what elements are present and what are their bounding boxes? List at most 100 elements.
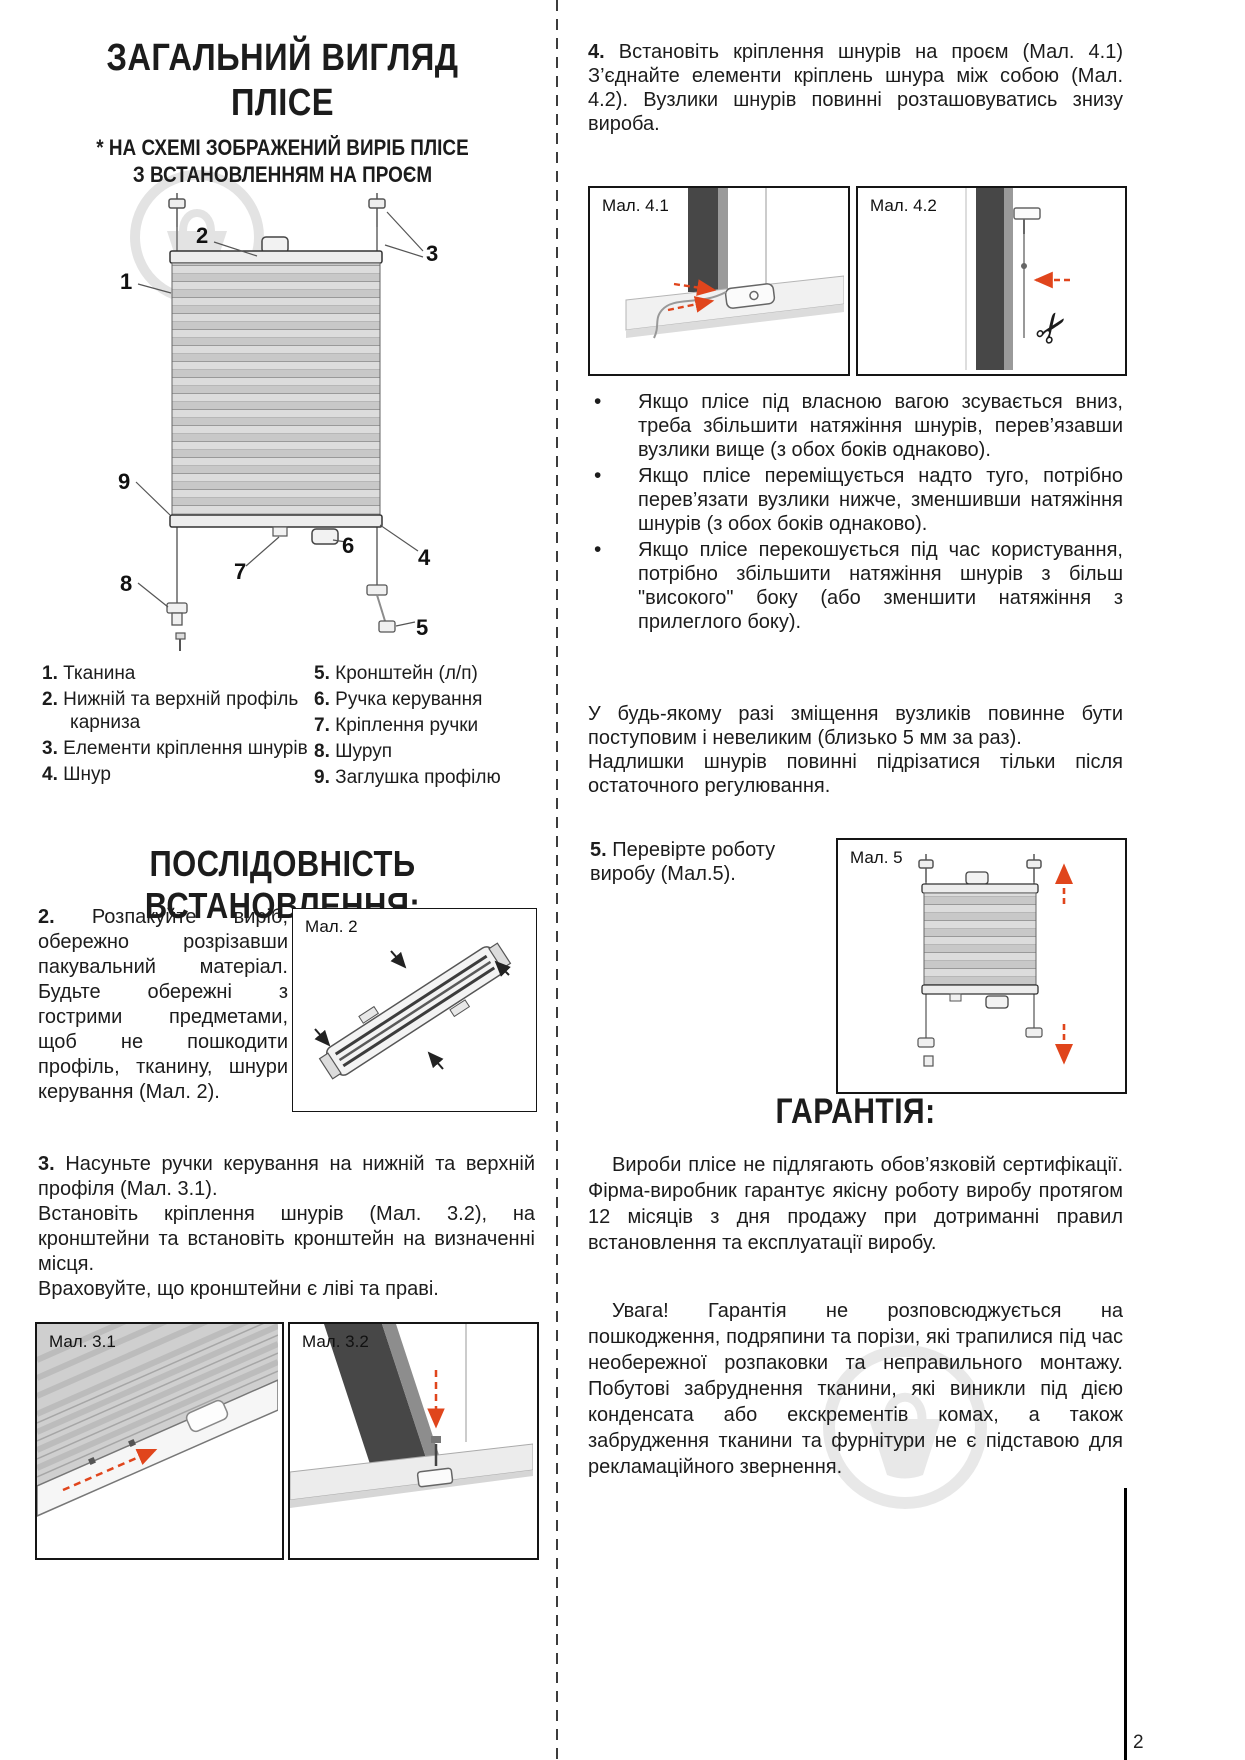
legend-item-number: 7. xyxy=(314,715,330,736)
figure-2-caption: Мал. 2 xyxy=(305,917,358,936)
note-text1: У будь-якому разі зміщення вузликів пови… xyxy=(588,703,1123,749)
figure-4-1: Мал. 4.1 xyxy=(588,186,850,376)
pleated-fabric xyxy=(923,892,1037,986)
page-number: 2 xyxy=(1133,1732,1144,1753)
figure-4-2: Мал. 4.2 ✂ xyxy=(856,186,1127,376)
callout-2: 2 xyxy=(196,223,208,248)
note-text2: Надлишки шнурів повинні підрізатися тіль… xyxy=(588,751,1123,797)
bullet-marker: • xyxy=(594,390,602,413)
figure-4-1-drawing xyxy=(625,188,845,339)
handle-clip xyxy=(272,526,288,537)
top-brackets xyxy=(168,193,386,227)
column-divider xyxy=(556,0,558,1760)
window-edge xyxy=(688,188,718,292)
figure-4-2-drawing: ✂ xyxy=(965,188,1080,370)
step-3-text2: Встановіть кріплення шнурів (Мал. 3.2), … xyxy=(38,1203,535,1275)
callout-7: 7 xyxy=(234,559,246,584)
packed-blind-bundle xyxy=(318,942,512,1080)
sill-edge xyxy=(626,304,844,338)
figure-2: Мал. 2 xyxy=(292,908,537,1112)
step-3-text1: Насуньте ручки керування на нижній та ве… xyxy=(38,1153,535,1200)
figure-4-1-caption: Мал. 4.1 xyxy=(602,196,669,215)
bottom-handle xyxy=(311,528,339,545)
step-4-text: Встановіть кріплення шнурів на проєм (Ма… xyxy=(588,41,1123,135)
top-handle xyxy=(965,871,989,885)
figure-2-drawing xyxy=(314,942,512,1080)
figure-5-caption: Мал. 5 xyxy=(850,848,903,867)
legend-item: 9. Заглушка профілю xyxy=(314,766,535,789)
legend-item-number: 8. xyxy=(314,741,330,762)
step-5-number: 5. xyxy=(590,839,607,861)
unpack-arrows xyxy=(314,950,511,1070)
page-title: ЗАГАЛЬНИЙ ВИГЛЯД ПЛІСЕ xyxy=(30,36,535,126)
window-edge xyxy=(976,188,1004,370)
step-3-text3: Враховуйте, що кронштейни є ліві та прав… xyxy=(38,1278,439,1300)
legend-item-number: 3. xyxy=(42,738,58,759)
legend-item: 4. Шнур xyxy=(42,763,314,786)
legend-item: 7. Кріплення ручки xyxy=(314,714,535,737)
bullet-text: Якщо плісе перекошується під час користу… xyxy=(638,539,1123,633)
callout-8: 8 xyxy=(120,571,132,596)
callout-3: 3 xyxy=(426,241,438,266)
figure-3-1-drawing xyxy=(37,1324,280,1517)
step-2-number: 2. xyxy=(38,906,55,928)
legend-item: 6. Ручка керування xyxy=(314,688,535,711)
step-4-paragraph: 4. Встановіть кріплення шнурів на проєм … xyxy=(588,40,1123,136)
bullet-item: • Якщо плісе переміщується надто туго, п… xyxy=(588,464,1123,536)
bullet-marker: • xyxy=(594,464,602,487)
callout-1: 1 xyxy=(120,269,132,294)
window-edge xyxy=(324,1324,428,1464)
legend-item: 1. Тканина xyxy=(42,662,314,685)
top-brackets xyxy=(918,854,1042,882)
sill-edge xyxy=(290,1470,533,1508)
window-edge-highlight xyxy=(1004,188,1013,370)
legend-item-number: 4. xyxy=(42,764,58,785)
legend-item-number: 5. xyxy=(314,663,330,684)
warranty-section-title: ГАРАНТІЯ: xyxy=(588,1092,1123,1132)
cord-bracket xyxy=(1013,207,1041,220)
warranty-paragraph-1: Вироби плісе не підлягають обов’язковій … xyxy=(588,1154,1123,1254)
cord-anchor xyxy=(724,283,776,309)
pleat-stripes xyxy=(37,1324,280,1471)
scissors-icon: ✂ xyxy=(1025,302,1080,355)
bracket-foot xyxy=(923,1055,934,1067)
diagram-legend: 1. Тканина 2. Нижній та верхній профіль … xyxy=(42,662,535,792)
bottom-handle xyxy=(985,995,1009,1009)
bullet-text: Якщо плісе під власною вагою зсувається … xyxy=(638,391,1123,461)
page-subtitle-line1: * НА СХЕМІ ЗОБРАЖЕНИЙ ВИРІБ ПЛІСЕ xyxy=(96,135,469,160)
top-rail xyxy=(169,250,383,264)
figure-3-1-caption: Мал. 3.1 xyxy=(49,1332,116,1351)
callout-4: 4 xyxy=(418,545,431,570)
top-rail xyxy=(921,883,1039,894)
legend-item: 5. Кронштейн (л/п) xyxy=(314,662,535,685)
callout-9: 9 xyxy=(118,469,130,494)
legend-item-text: Тканина xyxy=(63,663,136,684)
step-5-text: Перевірте роботу виробу (Мал.5). xyxy=(590,839,776,885)
figure-4-2-caption: Мал. 4.2 xyxy=(870,196,937,215)
fabric-closeup xyxy=(37,1324,278,1486)
bottom-left-bracket xyxy=(166,602,188,651)
cord-bracket xyxy=(416,1467,454,1488)
step-2-text: Розпакуйте виріб, обережно розрізавши па… xyxy=(38,906,288,1103)
bullet-text: Якщо плісе переміщується надто туго, пот… xyxy=(638,465,1123,535)
step-3-paragraph: 3. Насуньте ручки керування на нижній та… xyxy=(38,1152,535,1302)
step-3-part3: Враховуйте, що кронштейни є ліві та прав… xyxy=(38,1277,535,1302)
legend-item: 2. Нижній та верхній профіль карниза xyxy=(42,688,314,734)
legend-item-number: 9. xyxy=(314,767,330,788)
figure-3-1: Мал. 3.1 xyxy=(35,1322,284,1560)
figure-5: Мал. 5 xyxy=(836,838,1127,1094)
slide-direction-arrow xyxy=(62,1448,158,1492)
profile-hole xyxy=(88,1457,96,1465)
page-title-line2: ПЛІСЕ xyxy=(230,82,335,124)
legend-item-text: Шуруп xyxy=(335,741,392,762)
legend-item: 8. Шуруп xyxy=(314,740,535,763)
legend-item-text: Шнур xyxy=(63,764,111,785)
callout-numbers: 1 2 3 4 5 6 7 8 9 xyxy=(118,223,438,640)
step-3-number: 3. xyxy=(38,1153,55,1175)
blind-overview-diagram: 1 2 3 4 5 6 7 8 9 xyxy=(118,193,438,651)
bottom-rail xyxy=(921,984,1039,995)
page-edge-rule xyxy=(1124,1488,1127,1760)
legend-item-text: Нижній та верхній профіль карниза xyxy=(63,689,299,733)
cord-knot xyxy=(1021,263,1027,269)
callout-5: 5 xyxy=(416,615,428,640)
